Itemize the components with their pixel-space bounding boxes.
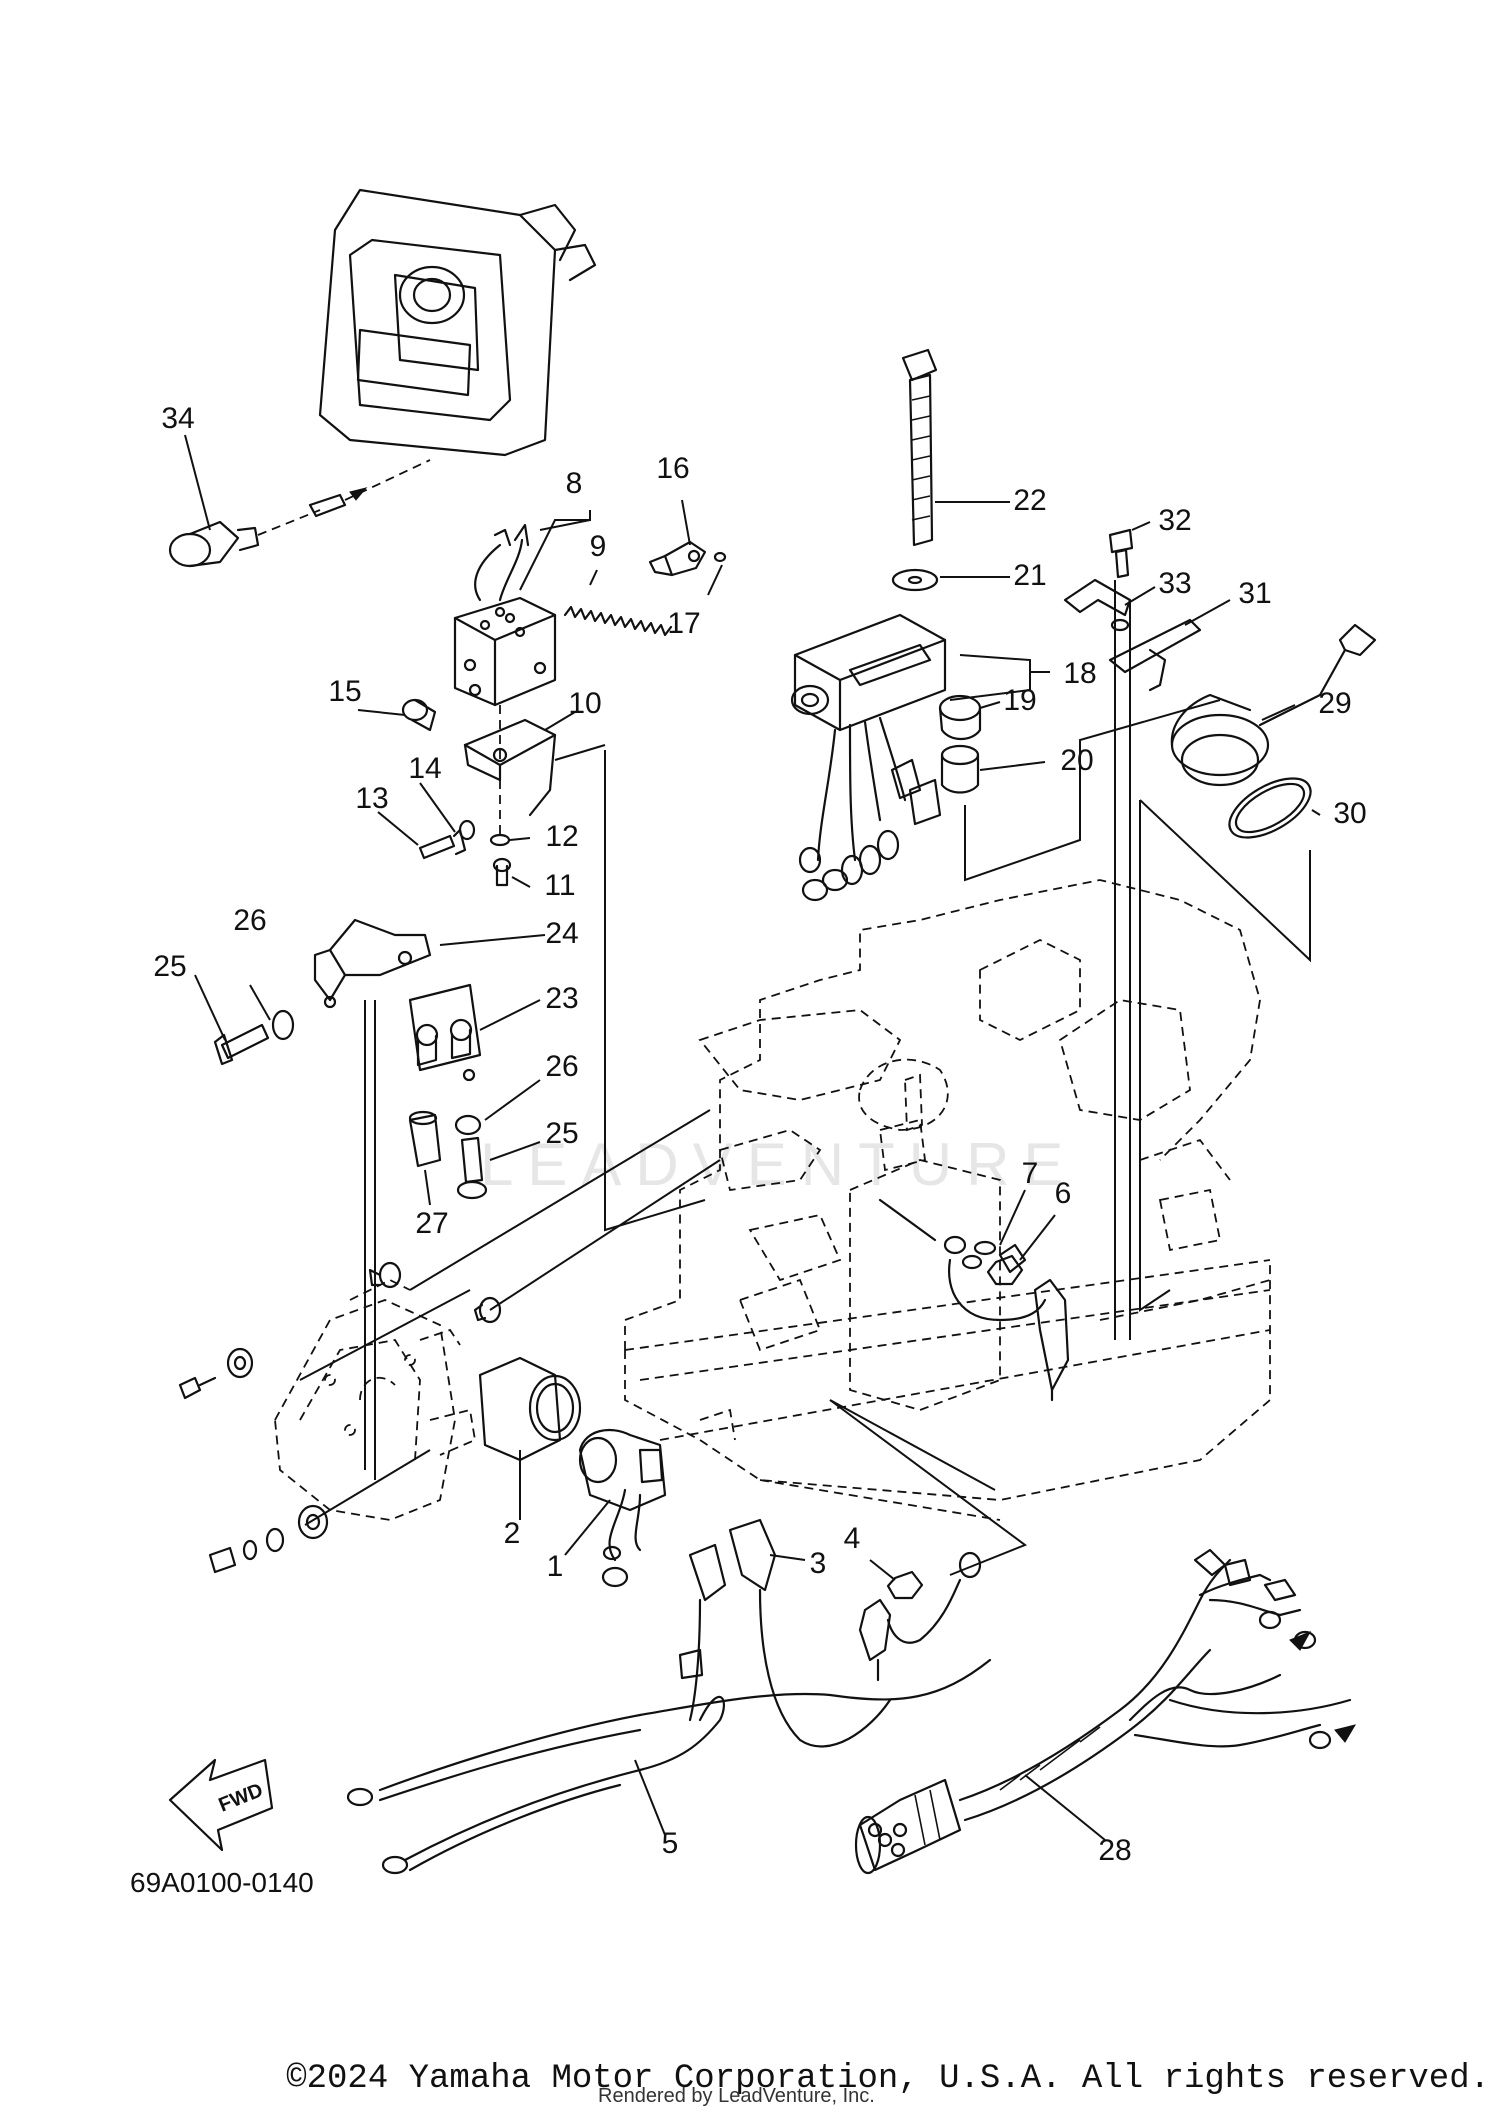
bolt-part-32: [1108, 528, 1134, 579]
callout-leaders: [184, 434, 1321, 1841]
callout-30: 30: [1333, 797, 1366, 830]
washer-part-14: [458, 819, 476, 841]
callout-15: 15: [328, 675, 361, 708]
fwd-arrow: FWD: [168, 1758, 274, 1852]
starter-wire: [878, 1198, 1070, 1402]
washers-lower: [208, 1504, 329, 1574]
callout-9: 9: [590, 530, 607, 563]
diagram-code: 69A0100-0140: [130, 1867, 314, 1898]
harness-part-28: [854, 1548, 1357, 1875]
bolt-part-25a: [213, 1023, 270, 1066]
callout-26b: 26: [545, 1050, 578, 1083]
callout-labels: 1 2 3 4 5 6 7 8 9 10 11 12 13 14 15 16 1…: [153, 402, 1366, 1867]
assembly-lines: [299, 580, 1311, 1576]
bracket-part-10: [463, 705, 557, 835]
callout-5: 5: [662, 1827, 679, 1860]
rendered-by-note: Rendered by LeadVenture, Inc.: [598, 2085, 875, 2107]
washer-part-21: [891, 568, 939, 592]
callout-22: 22: [1013, 484, 1046, 517]
cable-cap-lower: [688, 1543, 962, 1722]
grommet-part-19: [938, 694, 982, 741]
callout-7: 7: [1022, 1157, 1039, 1190]
spring-part-9: [563, 605, 673, 637]
callout-25a: 25: [153, 950, 186, 983]
fwd-label: FWD: [216, 1779, 266, 1816]
bolt-part-22: [901, 348, 938, 547]
washer-part-26a: [271, 1009, 295, 1041]
callout-31: 31: [1238, 577, 1271, 610]
callout-20: 20: [1060, 744, 1093, 777]
cap-part-27: [408, 1110, 442, 1168]
screw-part-11: [492, 857, 512, 887]
grommet-left: [226, 1347, 254, 1379]
clip-part-17: [713, 551, 727, 563]
callout-6: 6: [1055, 1177, 1072, 1210]
engine-block: [624, 879, 1271, 1521]
callout-23: 23: [545, 982, 578, 1015]
washer-part-26b: [454, 1114, 482, 1136]
copyright-notice: ©2024 Yamaha Motor Corporation, U.S.A. A…: [286, 2060, 1490, 2098]
callout-18: 18: [1063, 657, 1096, 690]
bolt-part-25b: [456, 1136, 488, 1200]
nut-part-4: [886, 1551, 982, 1600]
callout-12: 12: [545, 820, 578, 853]
nut-part-6: [986, 1254, 1024, 1286]
screw-left: [178, 1376, 217, 1400]
watermark: LEADVENTURE: [480, 1131, 1077, 1198]
terminal-part-16: [648, 540, 707, 577]
callout-10: 10: [568, 687, 601, 720]
callout-34: 34: [161, 402, 194, 435]
washer-part-12: [489, 833, 511, 847]
callout-2: 2: [504, 1517, 521, 1550]
callout-21: 21: [1013, 559, 1046, 592]
grommet-right: [473, 1296, 502, 1324]
callout-27: 27: [415, 1207, 448, 1240]
bracket-plate: [274, 1278, 477, 1521]
bracket-part-24: [313, 918, 432, 1009]
bolt-part-13: [418, 828, 467, 860]
callout-1: 1: [547, 1550, 564, 1583]
grommet-part-15: [401, 698, 437, 732]
collar-part-20: [940, 744, 980, 794]
terminal-block-part-23: [408, 983, 482, 1082]
callout-33: 33: [1158, 567, 1191, 600]
callout-26a: 26: [233, 904, 266, 937]
callout-19: 19: [1003, 684, 1036, 717]
washer-part-7: [961, 1254, 983, 1270]
callout-24: 24: [545, 917, 578, 950]
battery-cable-part-5: [346, 1648, 992, 1875]
callout-14: 14: [408, 752, 441, 785]
callout-11: 11: [544, 869, 575, 902]
bracket-part-31: [1108, 618, 1202, 692]
callout-13: 13: [355, 782, 388, 815]
callout-29: 29: [1318, 687, 1351, 720]
cap-part-3: [728, 1518, 892, 1748]
callout-4: 4: [844, 1522, 861, 1555]
callout-25b: 25: [545, 1117, 578, 1150]
callout-3: 3: [810, 1547, 827, 1580]
callout-17: 17: [667, 607, 700, 640]
clamp-part-33: [1063, 578, 1132, 632]
sensor-part-34: [168, 459, 431, 568]
cover-part: [318, 188, 597, 457]
oring-part-30: [1228, 777, 1312, 839]
rectifier-part-18: [790, 613, 947, 902]
connector-part-29: [1170, 623, 1377, 787]
holder-part-2: [478, 1356, 582, 1462]
callout-8: 8: [566, 467, 583, 500]
starter-relay-part-1: [578, 1428, 667, 1588]
callout-28: 28: [1098, 1834, 1131, 1867]
callout-16: 16: [656, 452, 689, 485]
relay-part-8: [453, 523, 557, 707]
callout-32: 32: [1158, 504, 1191, 537]
